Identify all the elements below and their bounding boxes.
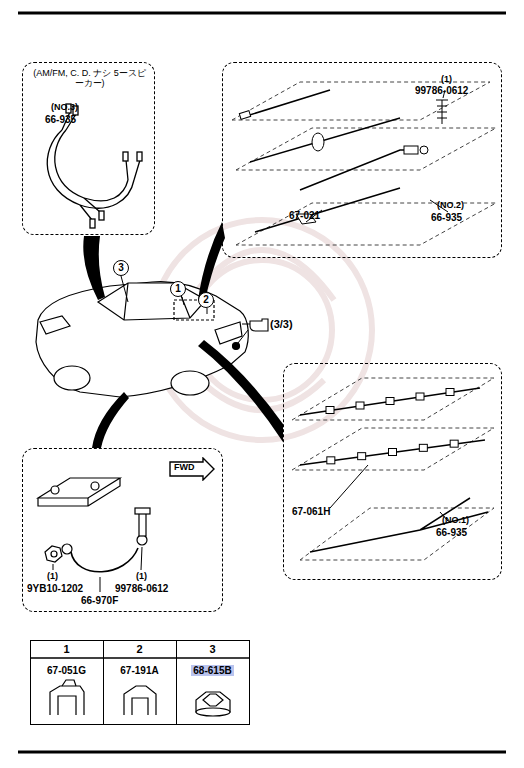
part-number: 66-935 <box>436 527 467 538</box>
page-rules <box>18 13 506 752</box>
callout-number: 2 <box>198 292 214 308</box>
part-number: 67-061H <box>292 506 330 517</box>
part-number: 99786-0612 <box>115 583 168 594</box>
table-cell: 1 67-051G <box>30 640 104 725</box>
part-number: (NO.1) <box>442 516 469 526</box>
view-wedges <box>83 222 283 448</box>
part-number: 66-970F <box>81 595 118 606</box>
leader-lines <box>121 276 248 343</box>
callout-number: 1 <box>31 643 102 655</box>
car-body <box>36 282 248 397</box>
part-number: (1) <box>47 572 58 582</box>
table-cell: 2 67-191A <box>103 640 177 725</box>
callout-number: 3 <box>113 260 129 276</box>
part-number: (NO.3) <box>51 103 78 113</box>
callout-number: 1 <box>170 281 186 297</box>
harness-box: 67-061H (NO.1)66-935 <box>283 363 502 580</box>
callout-number: 3 <box>177 643 248 655</box>
part-number: 67-191A <box>104 665 175 676</box>
part-number: 67-021 <box>289 210 320 221</box>
part-number: FWD <box>174 463 195 473</box>
option-harness-box: (AM/FM, C. D. ナシ 5ースピーカー) (NO.3)66-935 <box>22 62 155 235</box>
harness-box: (1)99786-0612 (NO.2)66-935 67-021 <box>222 62 502 258</box>
part-number: 66-935 <box>45 114 76 125</box>
table-icons <box>30 658 250 716</box>
part-number: (1) <box>136 572 147 582</box>
ground-strap <box>38 478 150 592</box>
hand-icon <box>242 319 268 331</box>
part-number: (NO.2) <box>437 201 464 211</box>
part-number: 99786-0612 <box>415 85 468 96</box>
part-number: 66-935 <box>431 212 462 223</box>
harness-no2 <box>232 82 496 245</box>
ground-strap-box: (1)9YB10-1202(1)99786-061266-970FFWD <box>22 448 223 612</box>
part-number: 67-051G <box>31 665 102 676</box>
forward-arrow: FWD <box>169 457 215 481</box>
part-number: 68-615B <box>177 665 248 676</box>
part-number: (1) <box>441 75 452 85</box>
part-number: 9YB10-1202 <box>27 583 83 594</box>
table-cell: 3 68-615B <box>176 640 250 725</box>
callout-number: 2 <box>104 643 175 655</box>
highlight: 68-615B <box>191 665 233 676</box>
page-reference: (3/3) <box>270 319 293 330</box>
part-number: (AM/FM, C. D. ナシ 5ースピーカー) <box>29 69 150 89</box>
harness-no1 <box>292 378 494 560</box>
